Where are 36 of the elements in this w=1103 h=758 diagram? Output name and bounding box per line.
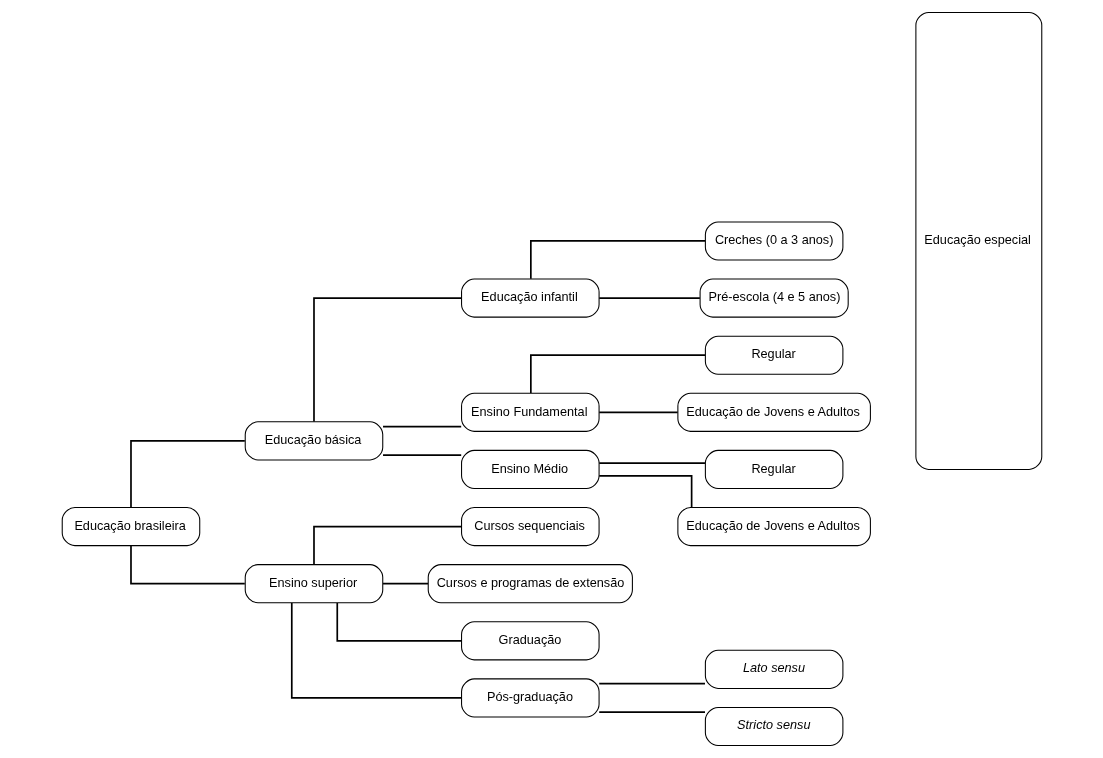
node-box: Educação básica (244, 421, 383, 461)
node-box: Educação especial (914, 11, 1042, 470)
connector (129, 440, 246, 508)
node-box: Educação de Jovens e Adultos (676, 507, 871, 547)
connector (312, 525, 462, 566)
node-box: Ensino superior (244, 564, 383, 604)
node-box: Creches (0 a 3 anos) (704, 221, 843, 261)
node-box: Cursos sequenciais (460, 507, 600, 547)
node-box: Pré-escola (4 e 5 anos) (699, 278, 849, 318)
connector (335, 602, 462, 642)
node-box: Ensino Fundamental (460, 392, 600, 432)
node-box: Regular (704, 335, 843, 375)
connector (597, 411, 678, 414)
node-box: Regular (704, 449, 843, 489)
node-box: Educação de Jovens e Adultos (676, 392, 871, 432)
node-box: Pós-graduação (460, 678, 600, 718)
connector (597, 474, 692, 509)
connector (290, 602, 462, 699)
node-box: Graduação (460, 621, 600, 661)
connector (597, 711, 706, 714)
connector (381, 582, 429, 585)
connector (597, 462, 706, 464)
node-box: Lato sensu (704, 649, 843, 689)
connector (381, 454, 462, 456)
node-box: Educação infantil (460, 278, 600, 318)
connector (381, 425, 462, 428)
connector (312, 297, 462, 423)
connector (597, 682, 706, 685)
node-box: Stricto sensu (704, 706, 843, 747)
connector (529, 240, 706, 280)
connector (129, 545, 246, 585)
connector (597, 297, 701, 299)
node-box: Educação brasileira (61, 507, 200, 547)
node-box: Cursos e programas de extensão (427, 564, 633, 604)
connector (529, 354, 706, 394)
node-box: Ensino Médio (460, 449, 600, 489)
